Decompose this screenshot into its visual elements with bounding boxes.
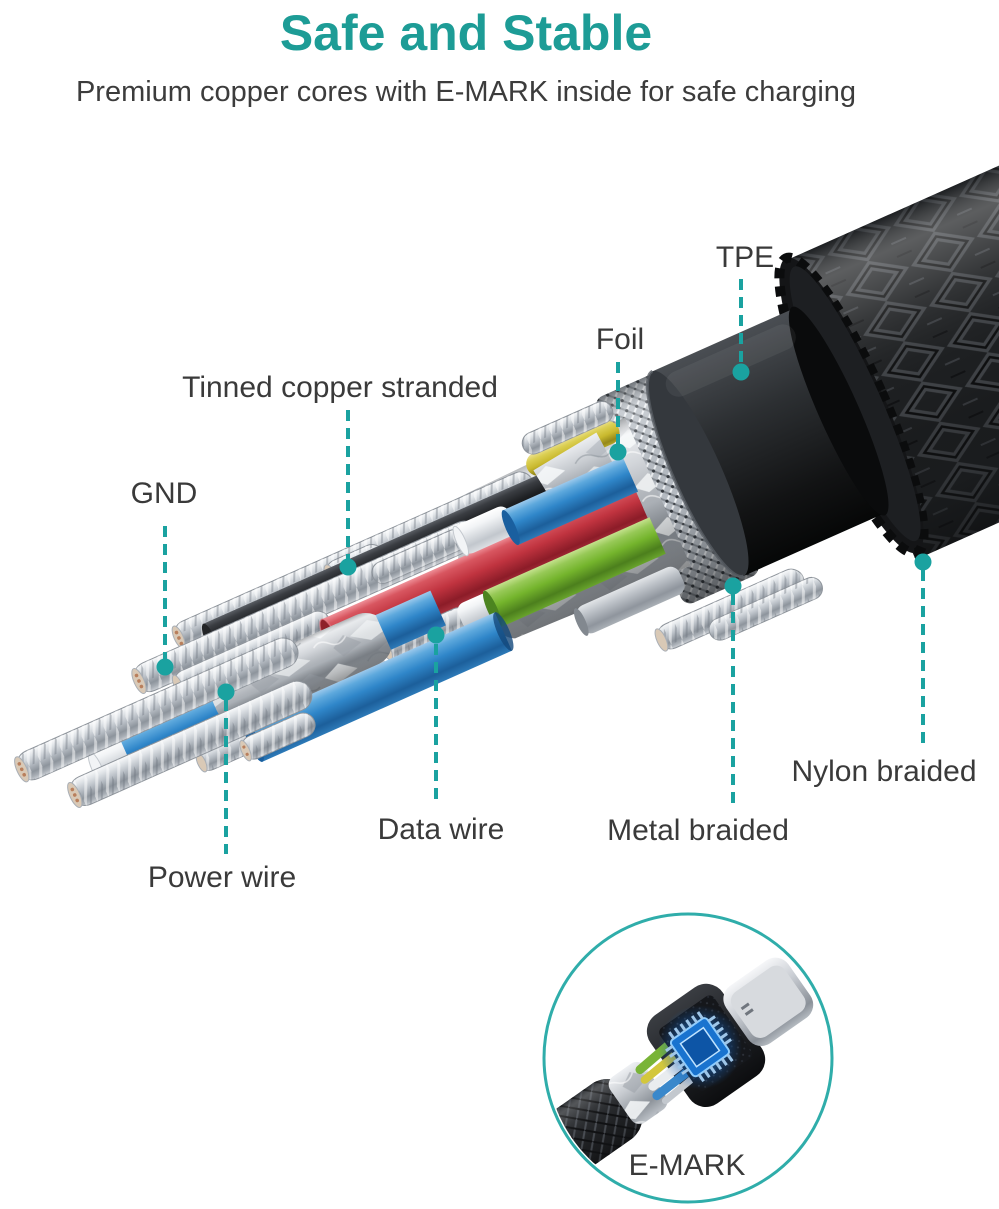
- emark-inset: [542, 912, 834, 1204]
- tinned-strand: [521, 401, 614, 455]
- label-emark: E-MARK: [628, 1149, 746, 1182]
- label-gnd: GND: [130, 477, 198, 510]
- metal-dot: [724, 577, 742, 595]
- nylon-dot: [914, 553, 932, 571]
- tinned-dot: [339, 558, 357, 576]
- cable-cutaway: [14, 50, 999, 808]
- grey-wire: [573, 566, 685, 636]
- usbc-plug: [723, 957, 814, 1046]
- long-bottom-strands: [14, 637, 313, 808]
- page-subtitle: Premium copper cores with E-MARK inside …: [75, 76, 857, 108]
- label-power-wire: Power wire: [147, 861, 297, 894]
- callout-dots: [156, 363, 932, 1065]
- tpe-jacket: [645, 306, 889, 578]
- shield-strands-right: [654, 568, 823, 652]
- label-metal-braided: Metal braided: [607, 814, 789, 847]
- label-foil: Foil: [595, 323, 645, 356]
- power-wire-chain: [87, 590, 446, 784]
- foil-dot: [609, 443, 627, 461]
- tpe-dot: [732, 363, 750, 381]
- label-tpe: TPE: [715, 241, 775, 274]
- gnd-dot: [156, 658, 174, 676]
- power-dot: [217, 683, 235, 701]
- blue-wire-top: [501, 456, 639, 546]
- label-data-wire: Data wire: [377, 813, 505, 846]
- emark-chip: [657, 1005, 742, 1090]
- data-dot: [427, 626, 445, 644]
- white-collar-upper: [371, 506, 516, 584]
- label-tinned-copper: Tinned copper stranded: [182, 371, 498, 404]
- page-title: Safe and Stable: [279, 5, 653, 61]
- label-nylon-braided: Nylon braided: [791, 755, 977, 788]
